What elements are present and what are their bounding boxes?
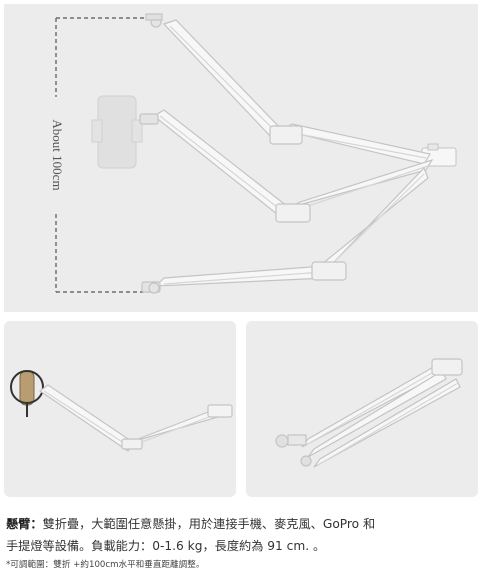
arm-extension-illustration [55,13,457,294]
arm-position-middle [139,109,434,223]
tripod-fold-image [246,321,478,497]
microphone-arm-illustration [10,370,233,452]
description-line-1: 雙折疊，大範圍任意懸掛，用於連接手機、麥克風、GoPro 和 [42,517,376,531]
range-label: About 100cm [49,97,65,213]
adjustable-range-note: *可調範圍：雙折 +約100cm水平和垂直距離調整。 [6,560,205,570]
microphone-icon [10,370,44,417]
hero-image-panel: About 100cm [4,4,478,312]
product-description: 懸臂：雙折疊，大範圍任意懸掛，用於連接手機、麥克風、GoPro 和 手提燈等設備… [6,513,476,557]
mic-arm [38,384,233,452]
folded-arm-illustration [275,358,463,468]
phone-ghost-icon [91,95,143,169]
arm-position-bottom [141,166,429,294]
arm-position-top [145,13,431,165]
microphone-mount-image [4,321,236,497]
description-lead: 懸臂： [6,517,43,531]
folded-arm [275,358,463,468]
description-line-2: 手提燈等設備。負載能力：0-1.6 kg，長度約為 91 cm. 。 [6,539,326,553]
